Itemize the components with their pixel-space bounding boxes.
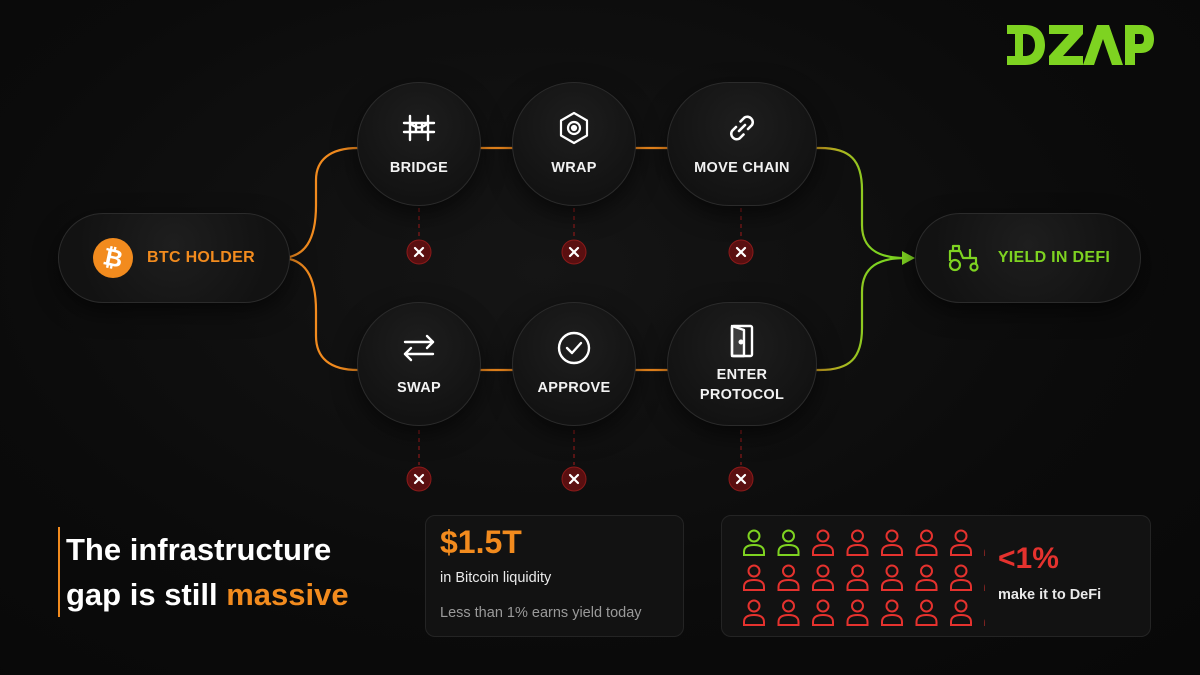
person-icon-red bbox=[915, 529, 938, 556]
fail-x-icon bbox=[561, 466, 587, 492]
yield-in-defi-node: YIELD IN DEFI bbox=[915, 213, 1141, 303]
defi-card: <1% make it to DeFi bbox=[721, 515, 1151, 637]
person-icon-red bbox=[812, 599, 834, 626]
tractor-icon bbox=[948, 244, 979, 272]
step-swap-label: SWAP bbox=[397, 380, 441, 396]
swap-arrows-icon bbox=[403, 334, 435, 362]
headline: The infrastructure gap is still massive bbox=[58, 527, 349, 617]
person-icon-red bbox=[812, 529, 834, 556]
person-icon-red bbox=[743, 564, 765, 591]
person-icon-green bbox=[777, 529, 800, 556]
person-icon-red bbox=[950, 564, 972, 591]
headline-line-2-prefix: gap is still bbox=[66, 577, 227, 612]
btc-holder-label: BTC HOLDER bbox=[147, 249, 255, 266]
person-icon-red bbox=[846, 599, 869, 626]
person-icon-red bbox=[812, 564, 834, 591]
fail-x-icon bbox=[406, 239, 432, 265]
fail-x-icon bbox=[728, 239, 754, 265]
person-icon-red bbox=[846, 529, 869, 556]
fail-x-icon bbox=[406, 466, 432, 492]
defi-percent-value: <1% bbox=[998, 542, 1059, 575]
step-bridge-label: BRIDGE bbox=[389, 160, 449, 176]
fail-x-icon bbox=[728, 466, 754, 492]
step-approve: APPROVE bbox=[512, 302, 636, 426]
wrapped-token-icon bbox=[559, 111, 589, 145]
fail-x-icon bbox=[561, 239, 587, 265]
bridge-icon bbox=[402, 114, 436, 142]
person-icon-green bbox=[743, 529, 765, 556]
arrowhead bbox=[902, 251, 915, 265]
step-wrap-label: WRAP bbox=[551, 160, 597, 176]
step-approve-label: APPROVE bbox=[537, 380, 611, 396]
headline-accent: massive bbox=[226, 577, 349, 612]
yield-in-defi-label: YIELD IN DEFI bbox=[997, 249, 1111, 266]
chain-link-icon bbox=[730, 115, 754, 141]
step-enter-protocol: ENTER PROTOCOL bbox=[667, 302, 817, 426]
bitcoin-icon: ₿ bbox=[93, 238, 134, 278]
person-icon-red bbox=[777, 599, 800, 626]
person-icon-red bbox=[881, 529, 903, 556]
liquidity-value: $1.5T bbox=[440, 524, 522, 560]
person-icon-red bbox=[881, 599, 903, 626]
person-icon-red bbox=[777, 564, 800, 591]
checkmark-icon bbox=[557, 331, 591, 365]
liquidity-note: Less than 1% earns yield today bbox=[440, 605, 642, 621]
person-icon-red bbox=[846, 564, 869, 591]
people-grid bbox=[743, 529, 985, 626]
btc-holder-node: ₿ BTC HOLDER bbox=[58, 213, 290, 303]
step-move-chain-label: MOVE CHAIN bbox=[694, 160, 790, 176]
step-swap: SWAP bbox=[357, 302, 481, 426]
step-enter-protocol-label: ENTER PROTOCOL bbox=[699, 367, 785, 403]
door-icon bbox=[730, 324, 754, 358]
headline-line-1: The infrastructure bbox=[66, 532, 332, 567]
person-icon-red bbox=[915, 599, 938, 626]
liquidity-card: $1.5T in Bitcoin liquidity Less than 1% … bbox=[425, 515, 684, 637]
step-wrap: WRAP bbox=[512, 82, 636, 206]
person-icon-red bbox=[743, 599, 765, 626]
defi-caption: make it to DeFi bbox=[998, 587, 1102, 603]
step-bridge: BRIDGE bbox=[357, 82, 481, 206]
dzap-logo bbox=[1007, 25, 1154, 65]
liquidity-caption: in Bitcoin liquidity bbox=[440, 570, 552, 586]
person-icon-red bbox=[881, 564, 903, 591]
person-icon-red bbox=[915, 564, 938, 591]
headline-line-2: gap is still massive bbox=[66, 572, 349, 617]
person-icon-red bbox=[950, 599, 972, 626]
step-move-chain: MOVE CHAIN bbox=[667, 82, 817, 206]
person-icon-red bbox=[950, 529, 972, 556]
